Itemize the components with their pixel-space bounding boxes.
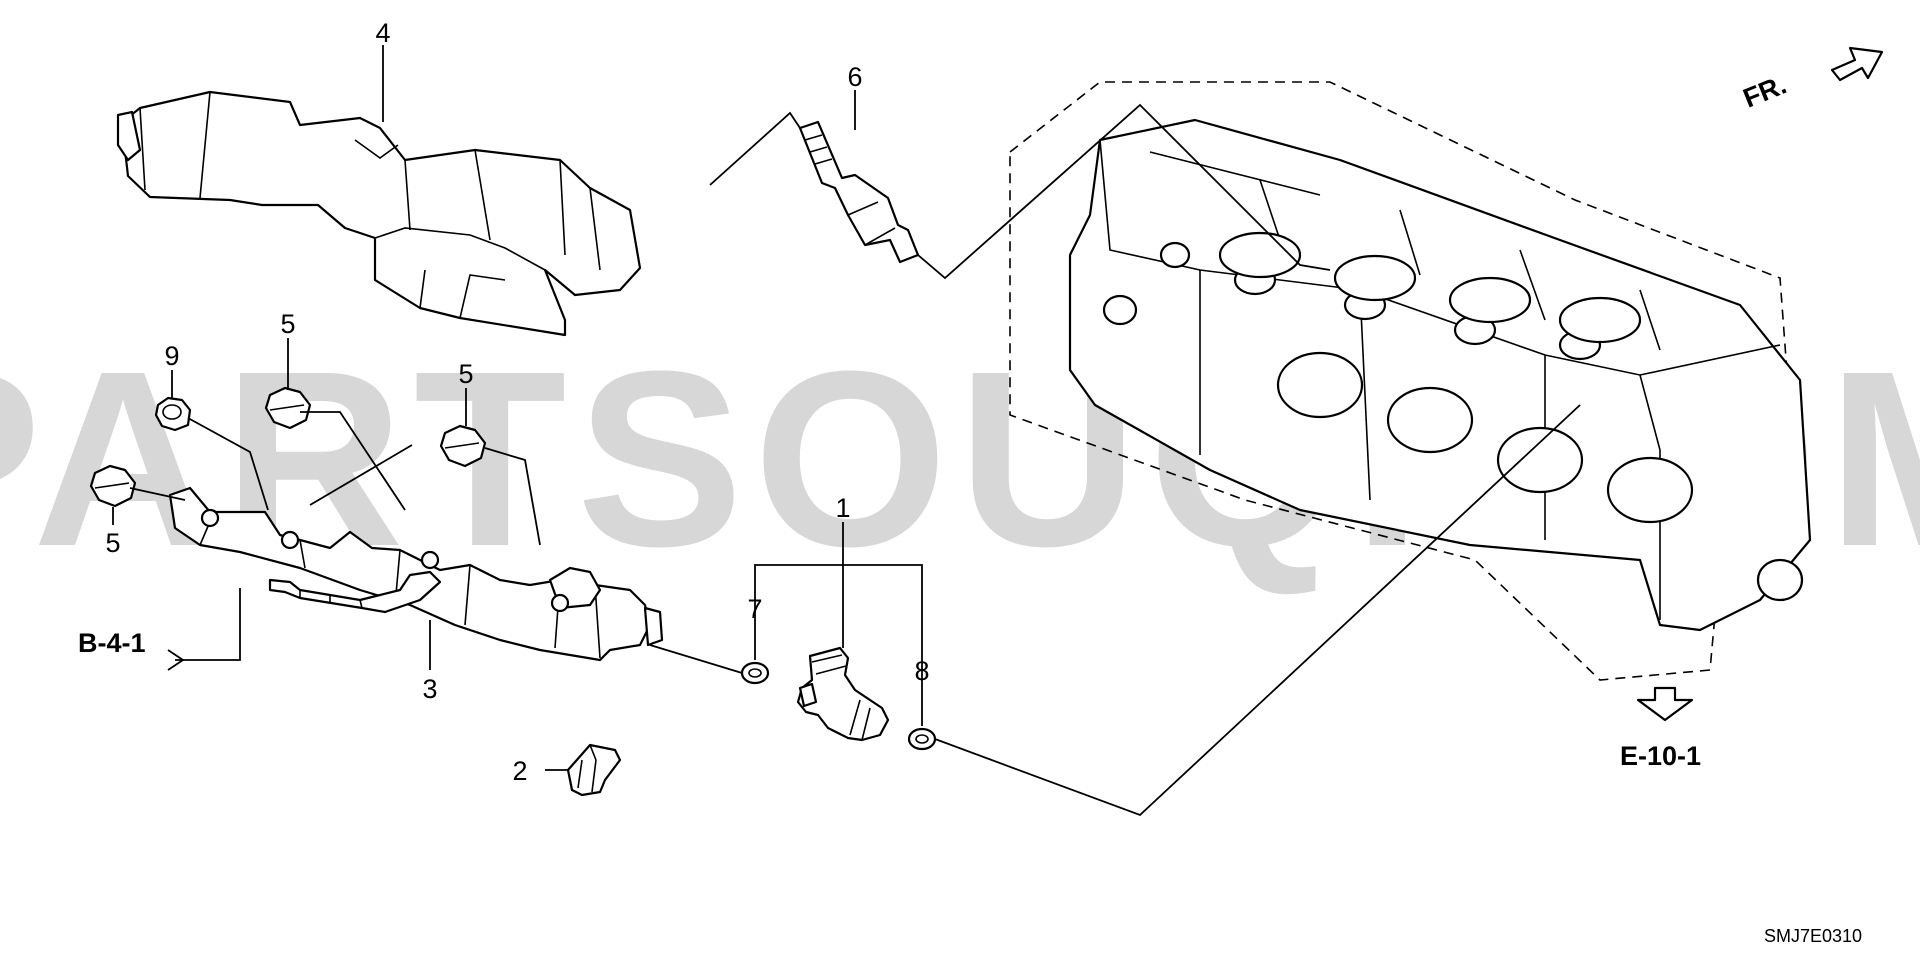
part-7-o-ring[interactable] xyxy=(740,661,770,685)
diagram-code: SMJ7E0310 xyxy=(1764,926,1862,946)
reference-e-10-1[interactable]: E-10-1 xyxy=(1620,741,1701,771)
e-10-1-direction-arrow xyxy=(1636,686,1694,722)
callout-3: 3 xyxy=(422,674,437,704)
part-4-fuel-rail-cover[interactable] xyxy=(116,90,642,337)
callout-9: 9 xyxy=(164,341,179,371)
part-5-insulator-b[interactable] xyxy=(439,424,487,468)
part-1-injector[interactable] xyxy=(796,646,890,742)
callout-1: 1 xyxy=(835,493,850,523)
reference-b-4-1[interactable]: B-4-1 xyxy=(78,628,146,658)
part-5-insulator-a[interactable] xyxy=(264,386,312,430)
callout-7: 7 xyxy=(747,594,762,624)
part-2-clip[interactable] xyxy=(566,743,622,797)
callout-5-c: 5 xyxy=(105,528,120,558)
callout-8: 8 xyxy=(914,656,929,686)
part-6-stud-bolt[interactable] xyxy=(798,120,920,264)
cylinder-head xyxy=(1009,81,1812,681)
callout-5-a: 5 xyxy=(280,309,295,339)
callout-4: 4 xyxy=(375,18,390,48)
callout-6: 6 xyxy=(847,62,862,92)
part-9-nut[interactable] xyxy=(154,396,192,432)
part-5-insulator-c[interactable] xyxy=(89,464,137,508)
callout-5-b: 5 xyxy=(458,359,473,389)
callout-2: 2 xyxy=(512,756,527,786)
front-label: FR. xyxy=(1739,69,1791,113)
part-3-fuel-rail[interactable] xyxy=(168,486,664,662)
part-8-seal-ring[interactable] xyxy=(907,727,937,751)
leader-lines xyxy=(112,45,1581,817)
front-direction-arrow xyxy=(1830,46,1884,82)
